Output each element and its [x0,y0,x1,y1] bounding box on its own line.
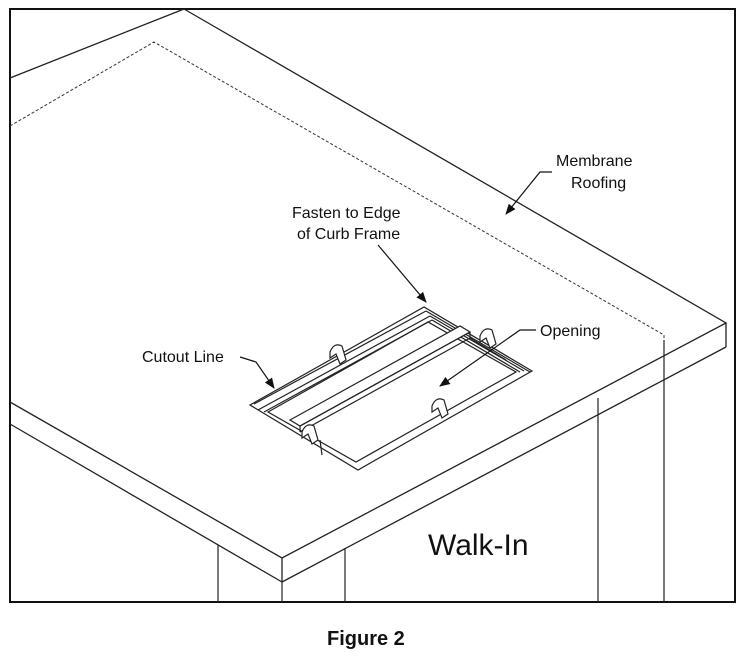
fasten-label-line2: of Curb Frame [297,226,400,243]
membrane-roofing-edge [9,41,665,340]
cutout-leader [239,356,275,389]
drawing-border [9,8,736,603]
curb-clips [301,328,497,445]
leader-lines [239,171,552,389]
membrane-roofing-label-line1: Membrane [556,153,633,170]
cutout-line-label: Cutout Line [142,349,224,366]
curb-frame [248,306,534,471]
roof-slab [9,8,728,583]
walk-in-label: Walk-In [428,529,529,562]
opening-label: Opening [540,323,601,340]
fasten-label-line1: Fasten to Edge [292,205,401,222]
fasten-leader [377,244,427,303]
opening-leader [439,329,536,387]
membrane-roofing-label-line2: Roofing [571,175,626,192]
figure-caption: Figure 2 [327,628,405,650]
walk-in-walls [217,398,599,602]
membrane-leader [505,171,552,215]
